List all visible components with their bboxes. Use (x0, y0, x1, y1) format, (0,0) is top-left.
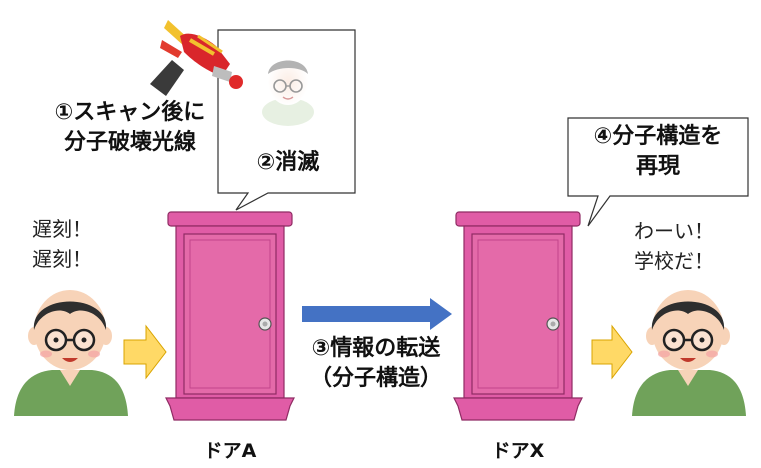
arrow-right-icon (123, 324, 167, 380)
ray-gun-icon (150, 20, 243, 96)
step4-line1: ④分子構造を (593, 124, 723, 149)
step3-line1: ③情報の転送 (311, 336, 441, 361)
speech-left: 遅刻！ 遅刻！ (32, 214, 132, 274)
speech-right-line1: わーい！ (634, 219, 714, 243)
step1-line1: ①スキャン後に (54, 100, 206, 125)
speech-right: わーい！ 学校だ！ (634, 216, 744, 276)
speech-left-line1: 遅刻！ (32, 217, 92, 241)
person-right-icon (632, 290, 746, 416)
speech-right-line2: 学校だ！ (634, 249, 714, 273)
step1-line2: 分子破壊光線 (63, 130, 196, 155)
step1-label: ①スキャン後に 分子破壊光線 (40, 98, 220, 158)
step2-label: ②消滅 (256, 150, 320, 175)
step4-line2: 再現 (635, 154, 680, 179)
vanishing-person-icon (262, 59, 314, 126)
door-a-icon (165, 211, 295, 421)
transfer-arrow-icon (302, 298, 452, 330)
door-x-icon (453, 211, 583, 421)
callout-reconstruct (567, 117, 749, 227)
step4-label: ④分子構造を 再現 (572, 122, 744, 182)
step3-line2: （分子構造） (309, 366, 442, 391)
door-x-label: ドアX (491, 440, 545, 462)
door-a-label: ドアA (203, 440, 257, 462)
speech-left-line2: 遅刻！ (32, 247, 92, 271)
step3-label: ③情報の転送 （分子構造） (296, 334, 456, 394)
person-left-icon (14, 290, 128, 416)
arrow-right-icon (591, 324, 633, 380)
